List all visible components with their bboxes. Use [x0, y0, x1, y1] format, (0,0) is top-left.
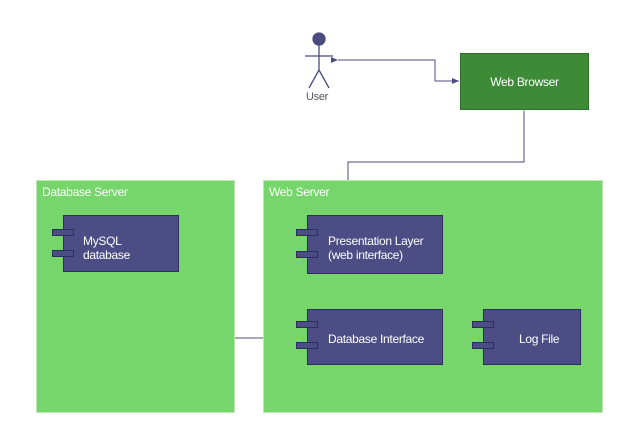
- mysql-label-line2: database: [83, 248, 130, 262]
- mysql-label-line1: MySQL: [83, 234, 122, 248]
- component-port-icon: [296, 229, 318, 236]
- database-interface-label: Database Interface: [328, 332, 424, 346]
- component-port-icon: [472, 342, 494, 349]
- user-label: User: [306, 91, 329, 103]
- web-server-title: Web Server: [269, 185, 330, 199]
- component-port-icon: [52, 250, 74, 257]
- log-file-label: Log File: [519, 332, 560, 346]
- component-port-icon: [472, 321, 494, 328]
- presentation-layer-component[interactable]: Presentation Layer (web interface): [307, 215, 443, 274]
- component-port-icon: [296, 321, 318, 328]
- mysql-database-component[interactable]: MySQL database: [63, 215, 179, 272]
- presentation-label-line2: (web interface): [328, 248, 403, 262]
- web-browser-label: Web Browser: [490, 74, 559, 89]
- component-port-icon: [296, 342, 318, 349]
- log-file-component[interactable]: Log File: [483, 309, 581, 365]
- connector-user-browser: [331, 57, 459, 84]
- web-browser-node[interactable]: Web Browser: [460, 53, 589, 110]
- database-interface-component[interactable]: Database Interface: [307, 309, 443, 365]
- component-port-icon: [52, 229, 74, 236]
- component-port-icon: [296, 251, 318, 258]
- presentation-label-line1: Presentation Layer: [328, 234, 424, 248]
- database-server-title: Database Server: [42, 185, 128, 199]
- user-stick-figure-icon: [305, 32, 333, 89]
